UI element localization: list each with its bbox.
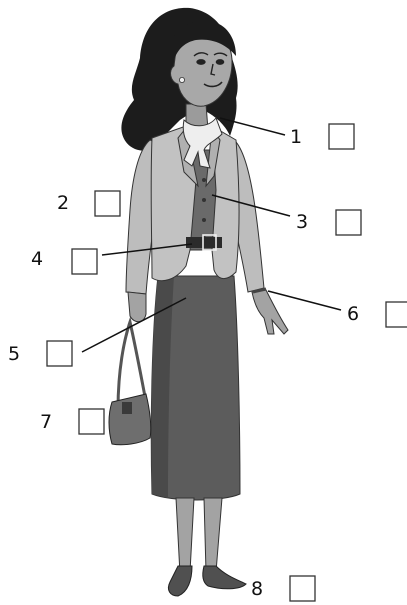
woman-illustration xyxy=(109,8,288,596)
answer-box-1[interactable] xyxy=(329,124,354,149)
label-number-1: 1 xyxy=(290,126,302,148)
left-hand xyxy=(128,292,146,322)
answer-box-5[interactable] xyxy=(47,341,72,366)
left-shoe xyxy=(168,566,192,596)
earring xyxy=(179,77,184,82)
label-number-6: 6 xyxy=(347,303,359,325)
answer-box-4[interactable] xyxy=(72,249,97,274)
label-number-3: 3 xyxy=(296,211,308,233)
leader-line-6 xyxy=(268,291,341,310)
answer-box-3[interactable] xyxy=(336,210,361,235)
answer-box-7[interactable] xyxy=(79,409,104,434)
handbag-clasp xyxy=(122,402,132,414)
label-number-7: 7 xyxy=(40,411,52,433)
answer-box-8[interactable] xyxy=(290,576,315,601)
label-number-5: 5 xyxy=(8,343,20,365)
right-shoe xyxy=(203,566,246,589)
left-leg xyxy=(176,498,194,574)
answer-box-2[interactable] xyxy=(95,191,120,216)
label-number-8: 8 xyxy=(251,578,263,600)
handbag xyxy=(109,394,151,445)
right-hand xyxy=(252,290,288,334)
answer-box-6[interactable] xyxy=(386,302,407,327)
right-leg xyxy=(204,498,222,572)
label-number-2: 2 xyxy=(57,192,69,214)
label-number-4: 4 xyxy=(31,248,43,270)
